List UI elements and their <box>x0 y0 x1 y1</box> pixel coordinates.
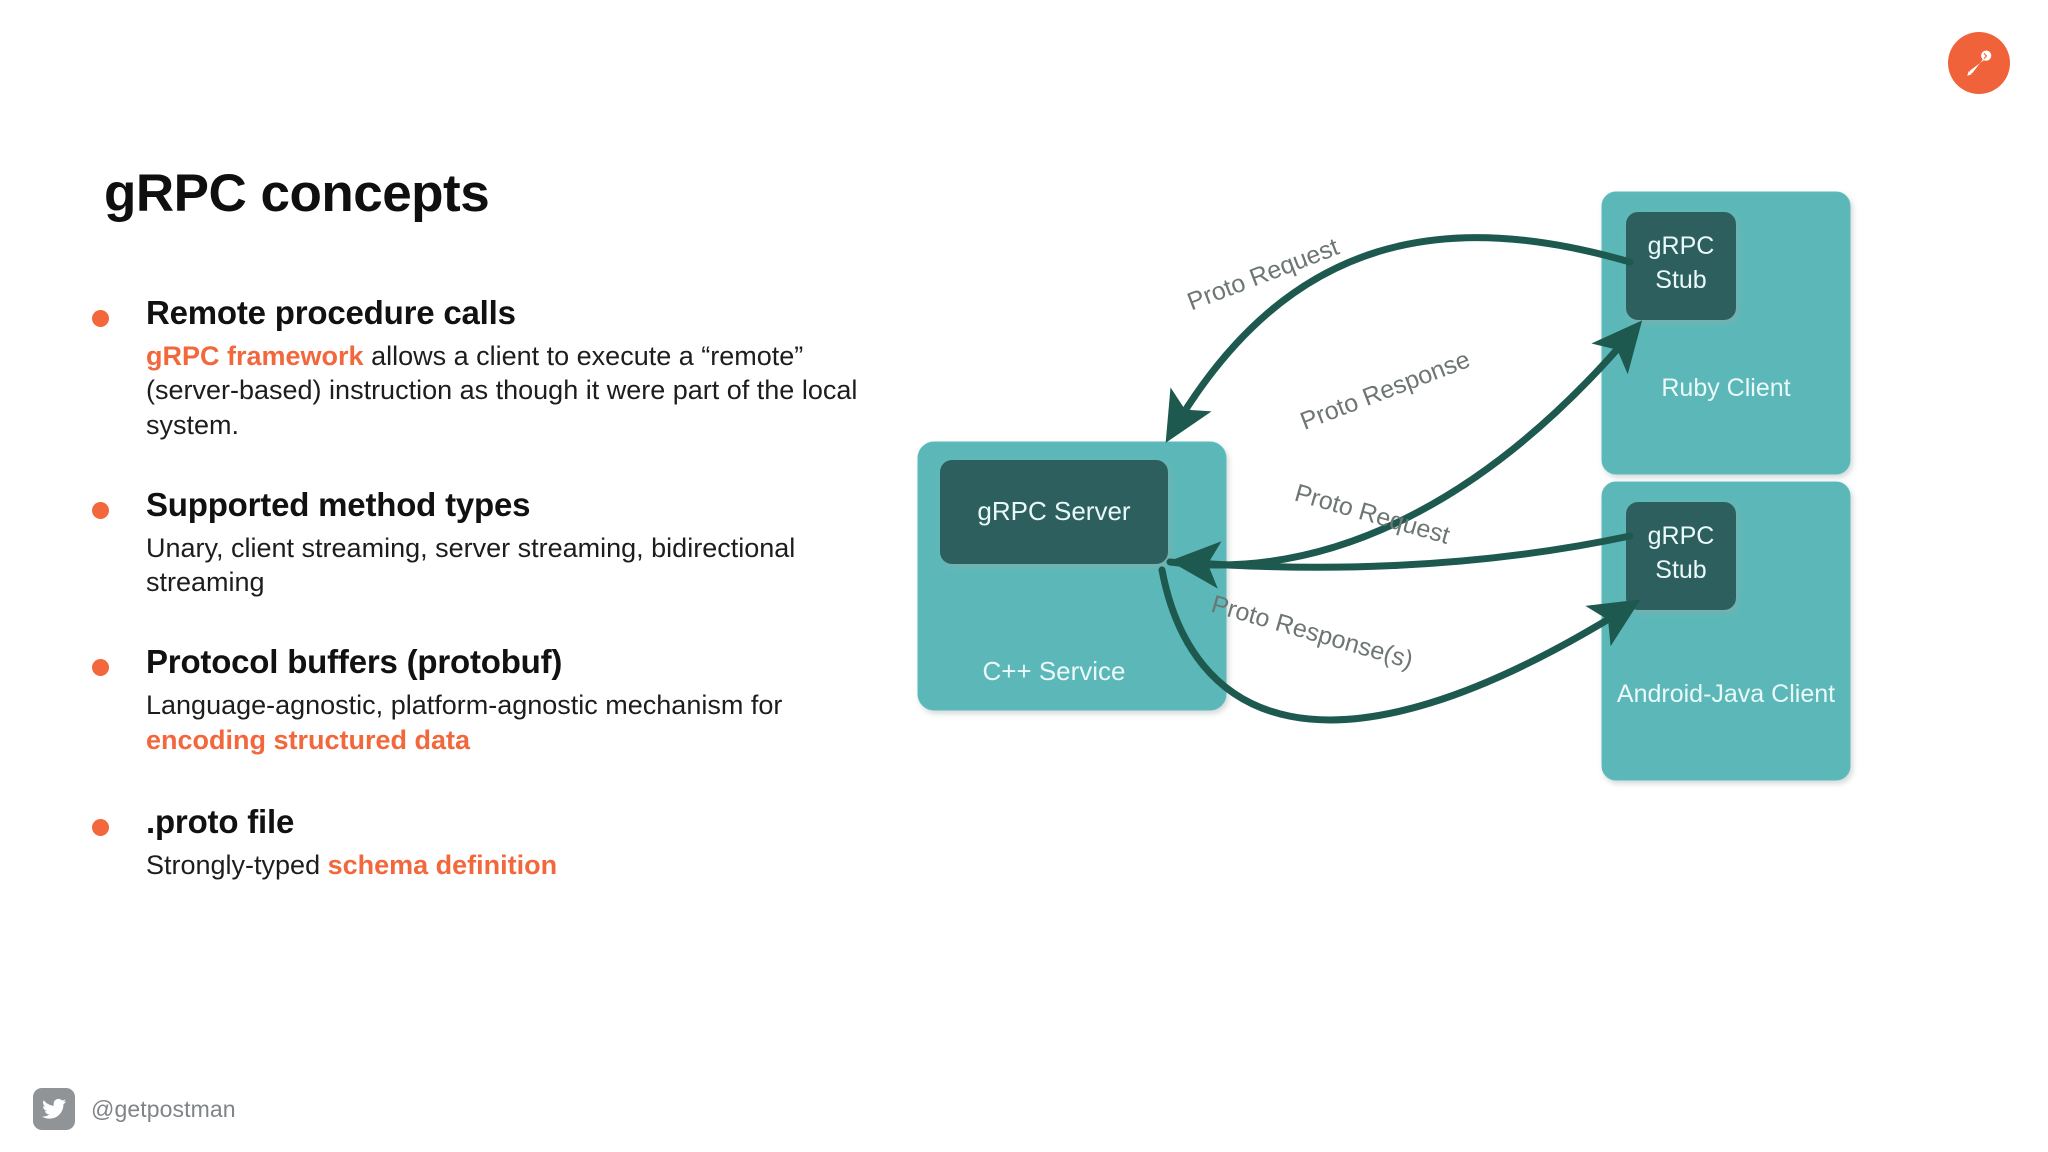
body-text: Language-agnostic, platform-agnostic mec… <box>146 690 783 721</box>
bullet-body: Unary, client streaming, server streamin… <box>146 531 888 600</box>
twitter-handle: @getpostman <box>91 1095 236 1122</box>
bullet-list: Remote procedure calls gRPC framework al… <box>88 294 888 882</box>
highlighted-text: encoding structured data <box>146 724 471 755</box>
edge-ruby-request <box>1165 234 1634 443</box>
bullet-body: gRPC framework allows a client to execut… <box>146 339 888 442</box>
server-inner-label: gRPC Server <box>977 496 1130 526</box>
bullet-item-proto-file: .proto file Strongly-typed schema defini… <box>88 803 888 882</box>
bullet-heading: Protocol buffers (protobuf) <box>146 643 563 681</box>
ruby-stub-label-line1: gRPC <box>1648 232 1715 260</box>
android-stub-label-line2: Stub <box>1655 556 1706 584</box>
ruby-client-panel: gRPC Stub Ruby Client <box>1601 191 1851 475</box>
twitter-bird-icon[interactable] <box>33 1088 75 1130</box>
body-text: allows a client to execute a “remote” (s… <box>146 340 858 440</box>
ruby-panel-label: Ruby Client <box>1661 374 1790 402</box>
server-panel: gRPC Server C++ Service <box>917 441 1227 711</box>
server-panel-label: C++ Service <box>982 656 1125 686</box>
grpc-architecture-diagram: gRPC Server C++ Service gRPC Stub Ruby C… <box>890 170 2010 930</box>
bullet-dot-icon <box>92 659 109 677</box>
bullet-heading: .proto file <box>146 802 295 840</box>
edge-label-ruby-response: Proto Response <box>1296 345 1473 435</box>
page-title: gRPC concepts <box>104 164 490 223</box>
edge-label-android-response: Proto Response(s) <box>1208 590 1416 674</box>
bullet-dot-icon <box>92 310 109 327</box>
android-stub-label-line1: gRPC <box>1648 522 1715 550</box>
bullet-heading: Supported method types <box>146 485 531 523</box>
bullet-item-protocol-buffers: Protocol buffers (protobuf) Language-agn… <box>88 643 888 757</box>
ruby-stub-label-line2: Stub <box>1655 266 1706 294</box>
bullet-heading: Remote procedure calls <box>146 294 516 331</box>
edge-label-android-request: Proto Request <box>1292 479 1453 550</box>
highlighted-text: gRPC framework <box>146 340 364 371</box>
bullet-dot-icon <box>92 501 109 519</box>
bullet-body: Strongly-typed schema definition <box>146 848 888 882</box>
edge-android-request <box>1169 532 1634 589</box>
bullet-dot-icon <box>92 818 109 836</box>
android-client-panel: gRPC Stub Android-Java Client <box>1601 481 1851 781</box>
postman-logo-icon <box>1948 32 2010 94</box>
body-text: Strongly-typed <box>146 849 328 880</box>
bullet-item-supported-method-types: Supported method types Unary, client str… <box>88 486 888 600</box>
android-panel-label: Android-Java Client <box>1617 680 1835 708</box>
body-text: Unary, client streaming, server streamin… <box>146 532 796 597</box>
bullet-item-remote-procedure-calls: Remote procedure calls gRPC framework al… <box>88 294 888 442</box>
footer: @getpostman <box>33 1088 236 1130</box>
edge-android-response <box>1158 566 1641 724</box>
bullet-body: Language-agnostic, platform-agnostic mec… <box>146 688 888 757</box>
highlighted-text: schema definition <box>327 849 558 880</box>
